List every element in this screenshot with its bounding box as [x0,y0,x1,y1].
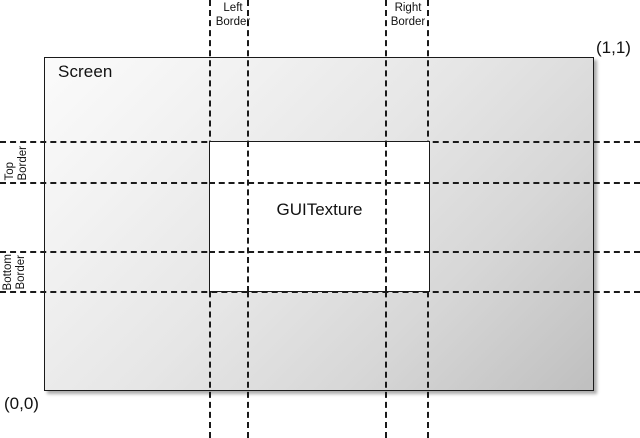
coordinate-bottom-left: (0,0) [4,394,39,413]
callout-top-border-word2: Border [17,146,29,181]
coordinate-top-right: (1,1) [596,38,631,57]
callout-bottom-border-word1: Bottom [2,253,14,290]
callout-top-border-word1: Top [4,162,16,181]
guitexture-rectangle [209,141,430,292]
callout-bottom-border-word2: Border [15,255,27,290]
guide-vline-left-inner-overlay [247,141,249,292]
callout-right-border-line1: Right [394,2,422,14]
guide-vline-right-inner-overlay [385,141,387,292]
callout-top-border: Top Border [4,143,30,181]
callout-right-border-line2: Border [390,15,426,28]
guide-hline-bottom-inner-overlay [209,251,430,253]
guitexture-label: GUITexture [276,200,363,219]
callout-bottom-border: Bottom Border [2,252,28,290]
guide-hline-bottom-outer [0,291,640,293]
screen-label: Screen [58,62,113,81]
callout-right-border: Right Border [387,2,429,29]
callout-left-border: Left Border [212,2,254,29]
guide-hline-top-inner-overlay [209,182,430,184]
callout-left-border-line2: Border [215,15,251,28]
callout-left-border-line1: Left [223,2,243,14]
